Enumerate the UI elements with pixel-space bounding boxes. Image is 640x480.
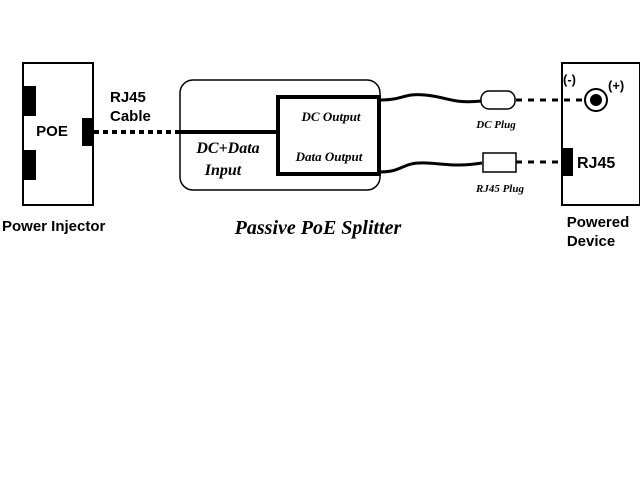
splitter-input-line2: Input — [204, 162, 242, 179]
injector-port-left-top — [24, 86, 36, 116]
device-box — [561, 62, 640, 206]
injector-port-label: POE — [36, 123, 68, 140]
splitter-input-line1: DC+Data — [195, 140, 259, 157]
device-title-line2: Device — [567, 233, 615, 250]
splitter-internal-box — [276, 95, 381, 176]
power-injector: POE Power Injector — [2, 62, 106, 235]
polarity-positive: (+) — [608, 78, 624, 93]
plugs: DC Plug RJ45 Plug — [475, 90, 584, 195]
rj45-cable: RJ45 Cable — [94, 89, 180, 134]
data-output-wire — [378, 161, 483, 174]
injector-title: Power Injector — [2, 218, 106, 235]
splitter-title: Passive PoE Splitter — [234, 217, 402, 239]
cable-label-line1: RJ45 — [110, 89, 146, 106]
rj45-plug-label: RJ45 Plug — [475, 183, 524, 195]
injector-port-left-bottom — [24, 150, 36, 180]
device-title-line1: Powered — [567, 214, 630, 231]
powered-device: (-) (+) RJ45 Powered Device — [561, 62, 640, 250]
injector-rj45-port — [82, 118, 94, 146]
polarity-negative: (-) — [563, 72, 576, 87]
output-wires — [378, 93, 483, 174]
splitter-data-output: Data Output — [295, 149, 363, 164]
rj45-plug-shape — [482, 152, 517, 173]
dc-plug-shape — [480, 90, 516, 110]
dc-output-wire — [378, 93, 483, 104]
dc-jack-outer — [584, 88, 608, 112]
poe-splitter: DC+Data Input DC Output Data Output Pass… — [179, 79, 402, 239]
cable-label-line2: Cable — [110, 108, 151, 125]
dc-jack-center — [590, 94, 602, 106]
splitter-dc-output: DC Output — [301, 109, 361, 124]
device-rj45-port — [562, 148, 573, 176]
device-port-label: RJ45 — [577, 155, 615, 172]
dc-plug-label: DC Plug — [475, 119, 516, 131]
